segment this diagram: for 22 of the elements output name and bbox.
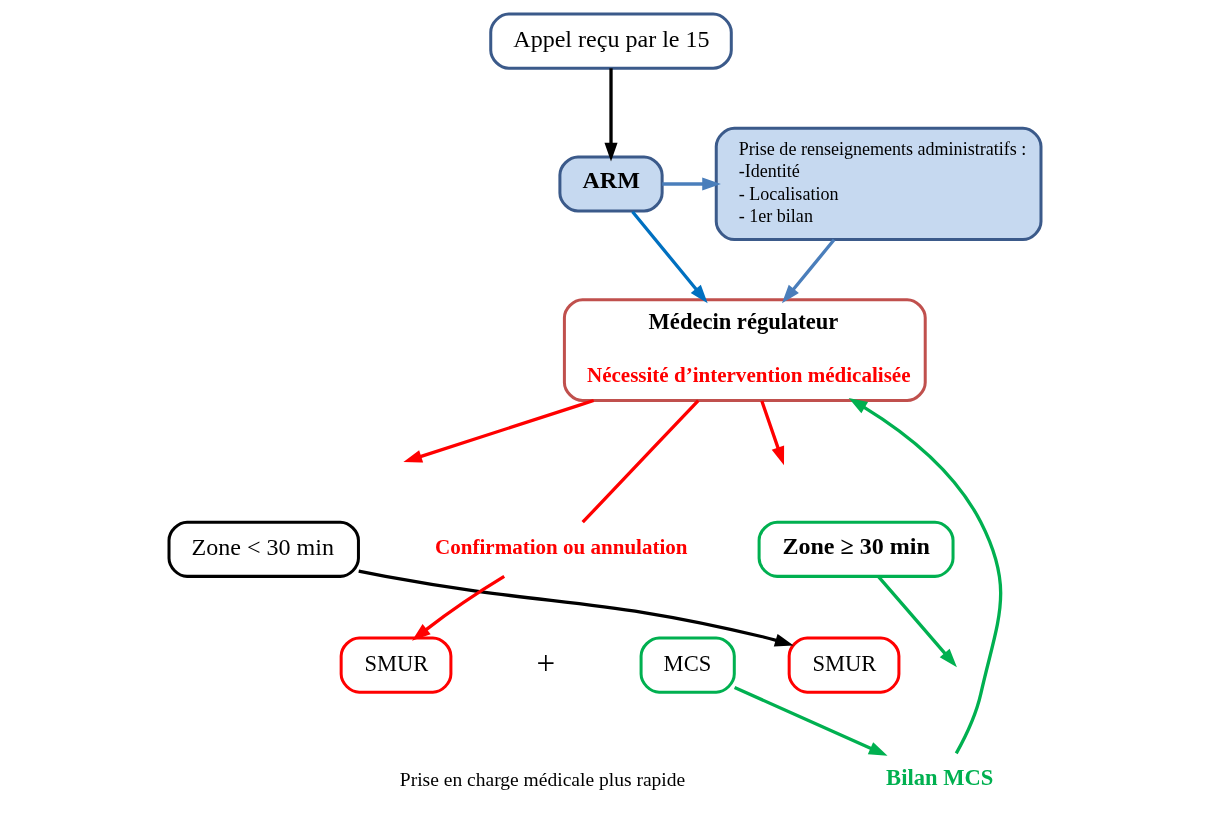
node-box: SMUR: [787, 636, 900, 694]
node-text: Confirmation ou annulation: [434, 535, 688, 560]
node-box: Zone ≥ 30 min: [757, 520, 955, 578]
node-text: Bilan MCS: [885, 765, 993, 791]
node-box: Prise de renseignements administratifs : -Identité - Localisation - 1er bilan: [714, 126, 1042, 242]
node-box: SMUR: [339, 636, 452, 694]
arrow: [848, 398, 1002, 755]
node-box: Médecin régulateur Nécessité d’intervention médicalisée: [562, 298, 927, 402]
node-box: MCS: [639, 636, 736, 694]
arrow: [781, 238, 835, 304]
arrow: [661, 177, 721, 191]
arrow: [357, 569, 794, 647]
label: Prise en charge médicale plus rapide: [399, 768, 685, 790]
node-box: ARM: [557, 155, 664, 213]
arrow: [603, 68, 618, 162]
label: +: [536, 644, 555, 681]
arrow: [733, 686, 888, 756]
connector: [581, 399, 699, 524]
node-box: Zone < 30 min: [167, 520, 360, 578]
arrow: [411, 575, 505, 641]
arrow: [630, 210, 708, 304]
node-box: Appel reçu par le 15: [488, 12, 733, 70]
